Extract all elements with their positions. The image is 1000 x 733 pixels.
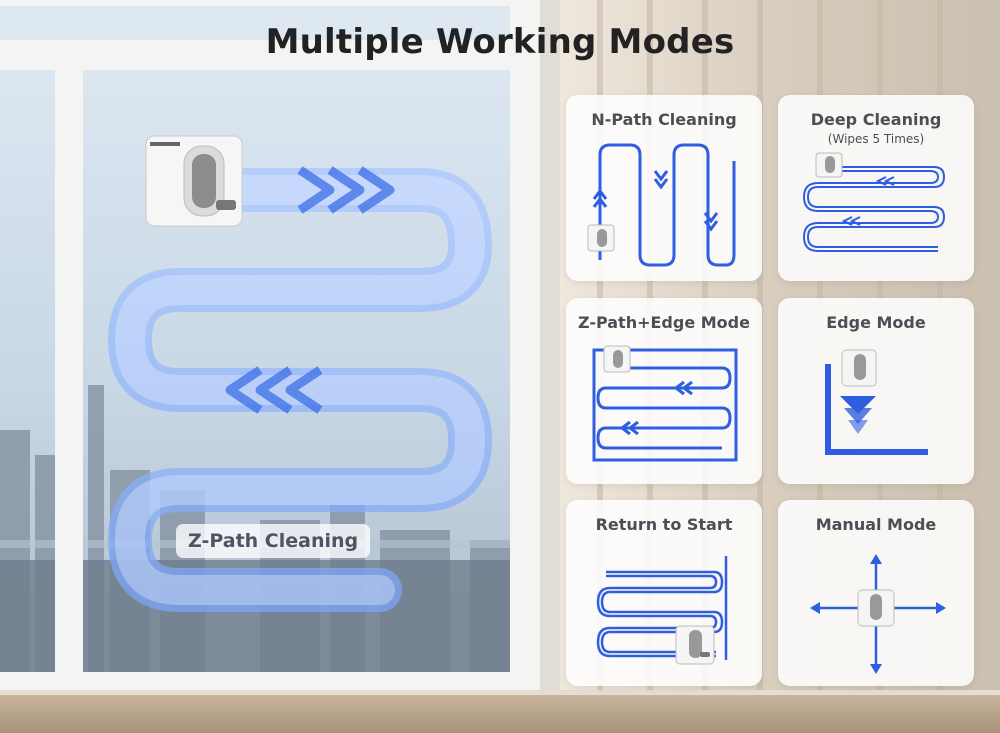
mode-card-n-path: N-Path Cleaning xyxy=(566,95,762,281)
robot-icon xyxy=(587,224,615,252)
mode-card-title: Edge Mode xyxy=(826,313,926,332)
manual-mode-diagram xyxy=(810,554,946,674)
mode-card-manual: Manual Mode xyxy=(778,500,974,686)
mode-card-z-path-edge: Z-Path+Edge Mode xyxy=(566,298,762,484)
z-path-tube xyxy=(107,168,493,612)
robot-icon xyxy=(675,625,715,665)
z-path-cleaning-label: Z-Path Cleaning xyxy=(176,524,371,558)
z-path-edge-diagram xyxy=(592,345,738,462)
mode-card-return-to-start: Return to Start xyxy=(566,500,762,686)
mode-card-deep-cleaning: Deep Cleaning (Wipes 5 Times) xyxy=(778,95,974,281)
robot-icon xyxy=(603,345,631,373)
robot-icon xyxy=(815,152,843,178)
mode-card-title: N-Path Cleaning xyxy=(591,110,737,129)
robot-icon xyxy=(857,589,895,627)
window-robot-icon xyxy=(145,135,243,227)
direction-arrows-left xyxy=(225,366,323,414)
direction-arrows-right xyxy=(297,166,395,214)
mode-card-title: Z-Path+Edge Mode xyxy=(578,313,750,332)
mode-card-subtitle: (Wipes 5 Times) xyxy=(827,132,925,146)
mode-card-edge: Edge Mode xyxy=(778,298,974,484)
deep-cleaning-diagram xyxy=(802,152,946,252)
mode-card-title: Manual Mode xyxy=(815,515,937,534)
mode-card-title: Return to Start xyxy=(595,515,733,534)
n-path-diagram xyxy=(587,143,736,267)
edge-mode-diagram xyxy=(825,349,928,455)
page-title: Multiple Working Modes xyxy=(265,22,735,62)
mode-card-title: Deep Cleaning xyxy=(810,110,942,129)
robot-icon xyxy=(841,349,877,387)
return-to-start-diagram xyxy=(596,556,728,665)
